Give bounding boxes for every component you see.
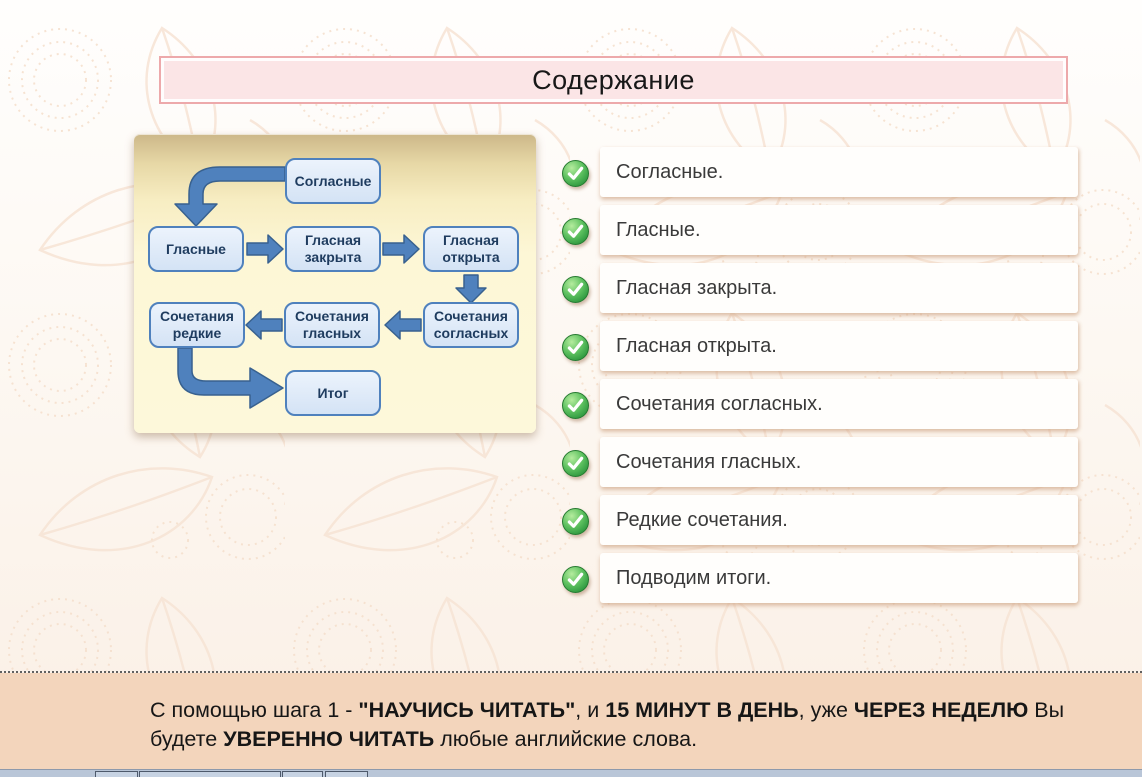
footer-text-segment: "НАУЧИСЬ ЧИТАТЬ"	[358, 698, 576, 722]
player-button[interactable]	[282, 771, 323, 777]
list-item: Подводим итоги.	[600, 553, 1078, 603]
list-item: Сочетания согласных.	[600, 379, 1078, 429]
check-circle-icon	[562, 566, 589, 593]
node-label: Гласная открыта	[442, 232, 500, 265]
node-label: Сочетания редкие	[160, 308, 234, 341]
check-circle-icon	[562, 392, 589, 419]
list-item-label: Редкие сочетания.	[616, 508, 788, 531]
list-item: Сочетания гласных.	[600, 437, 1078, 487]
list-item: Редкие сочетания.	[600, 495, 1078, 545]
dotted-divider	[0, 671, 1142, 673]
list-item: Согласные.	[600, 147, 1078, 197]
list-item-label: Гласная закрыта.	[616, 276, 778, 299]
footer-text-segment: любые английские слова.	[434, 727, 698, 751]
list-item: Гласная закрыта.	[600, 263, 1078, 313]
flowchart-node-sochetaniya-redkie: Сочетания редкие	[149, 302, 245, 348]
node-label: Согласные	[294, 172, 372, 189]
player-button[interactable]	[325, 771, 368, 777]
node-label: Гласные	[166, 240, 226, 257]
list-item: Гласная открыта.	[600, 321, 1078, 371]
check-circle-icon	[562, 508, 589, 535]
footer-text-segment: , уже	[798, 698, 854, 722]
flowchart-panel: Согласные Гласные Гласная закрыта Гласна…	[134, 134, 536, 433]
elbow-arrow-right	[177, 347, 284, 409]
flowchart-node-soglasnye: Согласные	[285, 158, 381, 204]
flowchart-node-glasnye: Гласные	[148, 226, 244, 272]
player-button[interactable]	[95, 771, 138, 777]
arrow-right	[246, 234, 284, 264]
flowchart-node-sochetaniya-soglasnykh: Сочетания согласных	[423, 302, 519, 348]
flowchart-node-itog: Итог	[285, 370, 381, 416]
flowchart-node-glasnaya-otkryta: Гласная открыта	[423, 226, 519, 272]
list-item-label: Сочетания гласных.	[616, 450, 802, 473]
elbow-arrow-down	[174, 166, 286, 227]
footer-text-segment: 15 МИНУТ В ДЕНЬ	[605, 698, 799, 722]
footer-text-segment: УВЕРЕННО ЧИТАТЬ	[223, 727, 435, 751]
node-label: Сочетания согласных	[433, 308, 509, 341]
footer-text-segment: С помощью шага 1 -	[150, 698, 359, 722]
list-item: Гласные.	[600, 205, 1078, 255]
flowchart-node-glasnaya-zakryta: Гласная закрыта	[285, 226, 381, 272]
node-label: Гласная закрыта	[304, 232, 362, 265]
list-item-label: Согласные.	[616, 160, 724, 183]
node-label: Итог	[317, 384, 349, 401]
title-bar: Содержание	[159, 56, 1068, 104]
list-item-label: Гласные.	[616, 218, 701, 241]
player-control-strip	[0, 769, 1142, 777]
check-circle-icon	[562, 276, 589, 303]
check-circle-icon	[562, 218, 589, 245]
footer-text-segment: ЧЕРЕЗ НЕДЕЛЮ	[853, 698, 1029, 722]
node-label: Сочетания гласных	[295, 308, 369, 341]
check-circle-icon	[562, 160, 589, 187]
check-circle-icon	[562, 450, 589, 477]
arrow-left	[384, 310, 422, 340]
list-item-label: Сочетания согласных.	[616, 392, 823, 415]
page-title: Содержание	[532, 64, 695, 95]
footer-text-segment: , и	[575, 698, 606, 722]
check-circle-icon	[562, 334, 589, 361]
list-item-label: Подводим итоги.	[616, 566, 772, 589]
footer-text: С помощью шага 1 - "НАУЧИСЬ ЧИТАТЬ", и 1…	[150, 696, 1082, 754]
flowchart-node-sochetaniya-glasnykh: Сочетания гласных	[284, 302, 380, 348]
arrow-down	[455, 274, 487, 304]
arrow-right	[382, 234, 420, 264]
arrow-left	[245, 310, 283, 340]
list-item-label: Гласная открыта.	[616, 334, 777, 357]
player-button[interactable]	[139, 771, 281, 777]
